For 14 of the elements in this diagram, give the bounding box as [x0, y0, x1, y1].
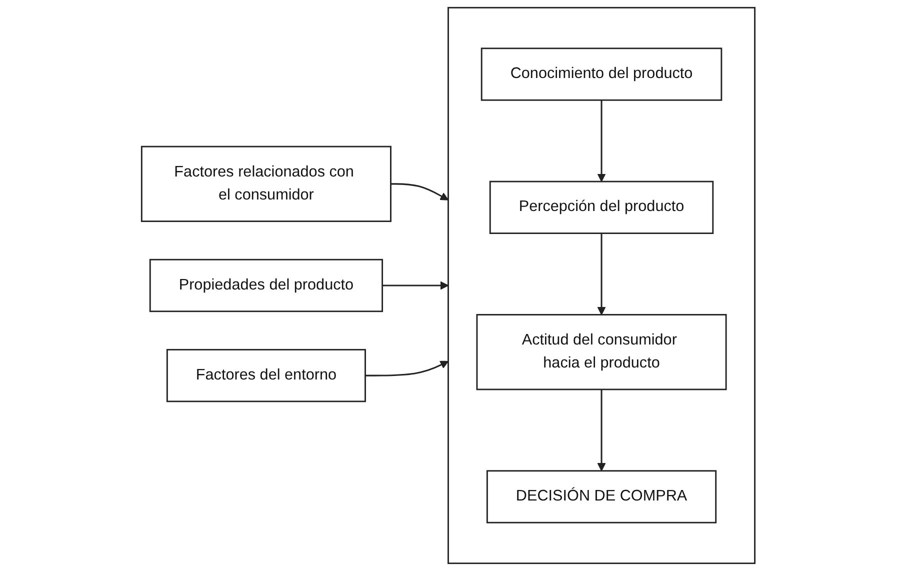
arrow [598, 389, 606, 472]
arrow [598, 100, 606, 182]
node-box: DECISIÓN DE COMPRA [486, 470, 717, 524]
node-box: Percepción del producto [490, 180, 714, 234]
cluster [448, 6, 756, 564]
arrow [366, 360, 449, 376]
node-box: Factores del entorno [166, 348, 366, 402]
arrow [391, 183, 449, 200]
arrow [382, 281, 449, 290]
node-box: Actitud del consumidor hacia el producto [476, 314, 728, 390]
arrow [598, 233, 606, 316]
node-box: Propiedades del producto [150, 258, 384, 312]
node-box: Factores relacionados con el consumidor [141, 146, 392, 222]
node-box: Conocimiento del producto [481, 48, 722, 101]
